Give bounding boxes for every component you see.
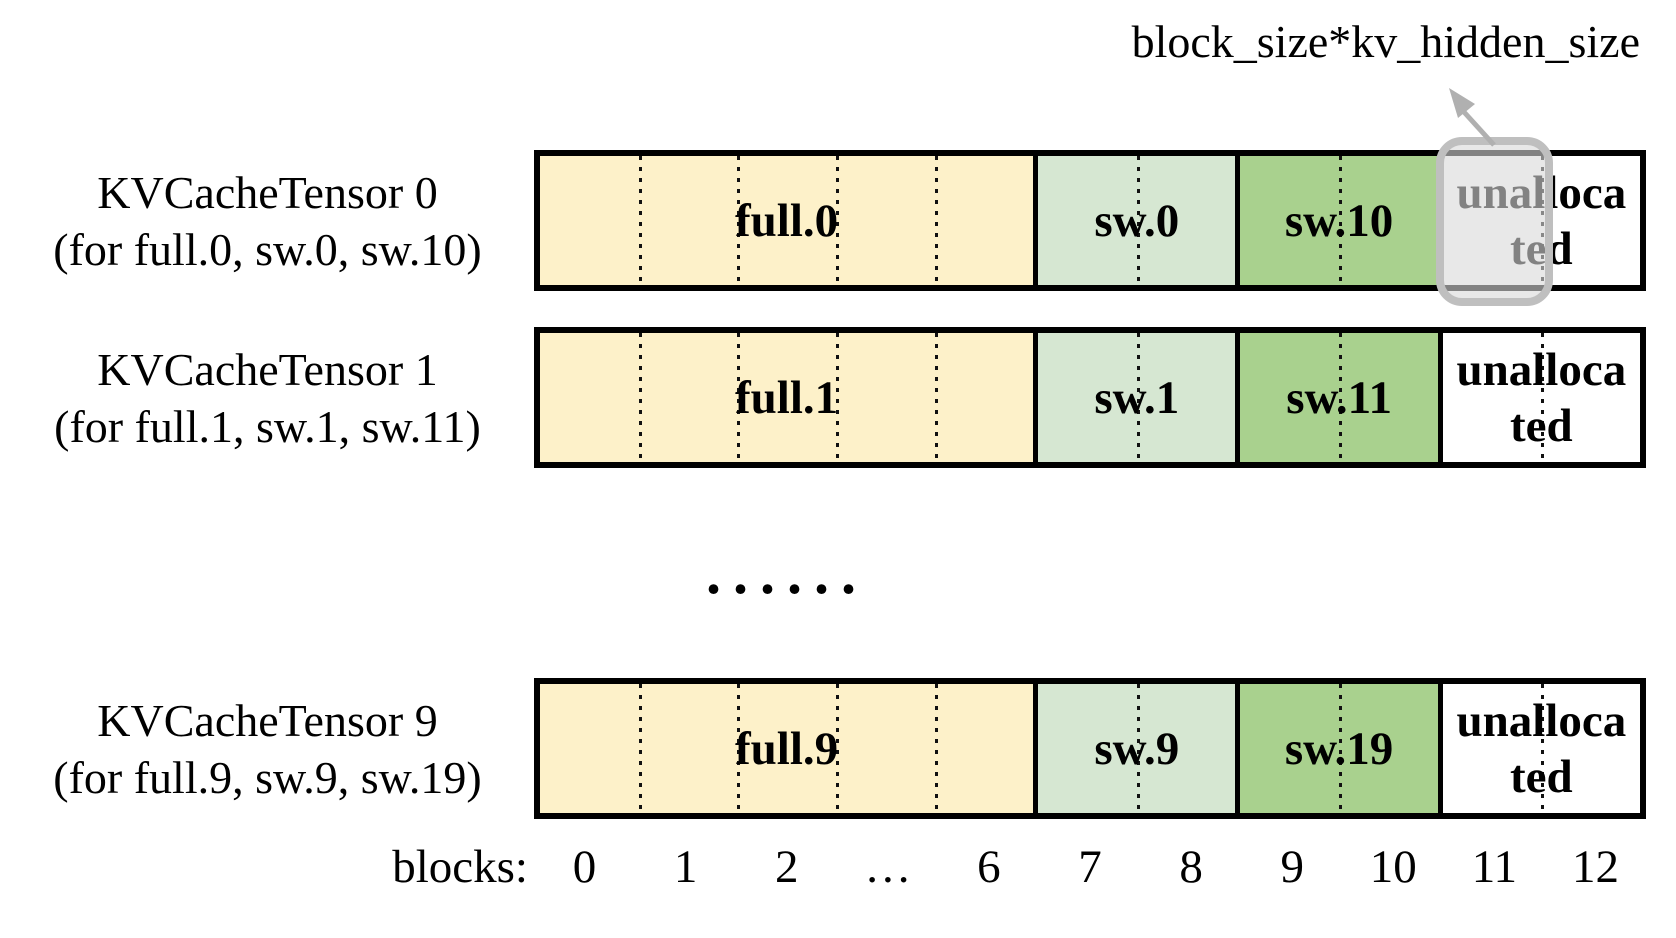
- segment-full-9: full.9: [540, 684, 1034, 813]
- row-label-tensor-1: KVCacheTensor 1 (for full.1, sw.1, sw.11…: [15, 317, 520, 478]
- segment-sw-11: sw.11: [1235, 333, 1438, 462]
- segment-sw-19: sw.19: [1235, 684, 1438, 813]
- row-label-tensor-9: KVCacheTensor 9 (for full.9, sw.9, sw.19…: [15, 668, 520, 829]
- block-cells: [1240, 333, 1438, 462]
- segment-label: sw.1: [1094, 371, 1180, 424]
- blocks-axis-ticks: 0 1 2 … 6 7 8 9 10 11 12: [534, 838, 1646, 896]
- axis-tick: 10: [1369, 841, 1417, 893]
- row-subtitle: (for full.0, sw.0, sw.10): [53, 223, 482, 275]
- row-title: KVCacheTensor 0: [97, 166, 438, 218]
- segment-label: sw.10: [1284, 194, 1394, 247]
- segment-label: full.9: [735, 722, 839, 775]
- block-cells: [1443, 156, 1640, 285]
- segment-full-0: full.0: [540, 156, 1034, 285]
- row-title: KVCacheTensor 1: [97, 343, 438, 395]
- row-label-tensor-0: KVCacheTensor 0 (for full.0, sw.0, sw.10…: [15, 140, 520, 301]
- segment-label: sw.0: [1094, 194, 1180, 247]
- axis-tick: 8: [1179, 841, 1203, 893]
- axis-tick: 9: [1280, 841, 1304, 893]
- row-title: KVCacheTensor 9: [97, 694, 438, 746]
- block-cells: [1038, 684, 1236, 813]
- axis-tick: 12: [1571, 841, 1619, 893]
- segment-full-1: full.1: [540, 333, 1034, 462]
- block-cells: [1443, 333, 1640, 462]
- segment-label: full.1: [735, 371, 839, 424]
- block-cells: [540, 684, 1034, 813]
- blocks-axis-label: blocks:: [392, 841, 528, 893]
- block-cells: [1443, 684, 1640, 813]
- segment-label: full.0: [735, 194, 839, 247]
- axis-tick: 7: [1078, 841, 1102, 893]
- axis-tick: 0: [572, 841, 597, 893]
- segment-sw-10: sw.10: [1235, 156, 1438, 285]
- axis-tick: 6: [977, 841, 1001, 893]
- row-subtitle: (for full.9, sw.9, sw.19): [53, 751, 482, 803]
- axis-tick: 1: [673, 841, 698, 893]
- segment-label: sw.19: [1284, 722, 1394, 775]
- segment-label: sw.11: [1286, 371, 1392, 424]
- block-cells: [540, 156, 1034, 285]
- block-cells: [1240, 684, 1438, 813]
- segment-sw-1: sw.1: [1033, 333, 1236, 462]
- axis-tick: 2: [774, 841, 799, 893]
- block-cells: [1038, 156, 1236, 285]
- block-cells: [540, 333, 1034, 462]
- axis-tick: 11: [1471, 841, 1518, 893]
- axis-tick: …: [864, 841, 912, 893]
- segment-sw-0: sw.0: [1033, 156, 1236, 285]
- rows-ellipsis: ......: [706, 540, 868, 606]
- block-cells: [1038, 333, 1236, 462]
- row-subtitle: (for full.1, sw.1, sw.11): [54, 400, 481, 452]
- block-cells: [1240, 156, 1438, 285]
- block-size-annotation: block_size*kv_hidden_size: [1131, 16, 1640, 67]
- segment-sw-9: sw.9: [1033, 684, 1236, 813]
- segment-label: sw.9: [1094, 722, 1180, 775]
